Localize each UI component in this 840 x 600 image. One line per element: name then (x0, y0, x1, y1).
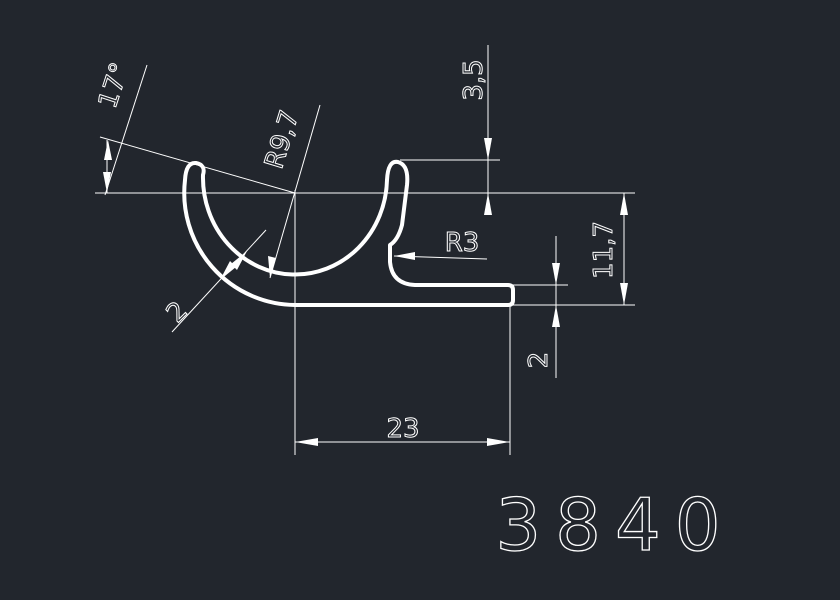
dimension-3-5-label: 3,5 (459, 59, 489, 100)
dimension-23: 23 (295, 414, 510, 446)
dimension-23-label: 23 (386, 414, 419, 444)
dimension-2-arc-label: 2 (161, 296, 194, 329)
dimension-r3: R3 (393, 228, 488, 260)
dimension-angle-label: 17° (93, 59, 136, 112)
dimension-2-right-label: 2 (524, 352, 554, 369)
dimension-3-5: 3,5 (459, 45, 492, 215)
part-number: 3840 (495, 483, 734, 567)
extension-lines (400, 159, 635, 455)
dimension-angle-17: 17° (93, 58, 296, 196)
dimension-11-7-label: 11,7 (589, 221, 619, 279)
dimension-11-7: 11,7 (589, 193, 628, 305)
dimension-2-arc: 2 (160, 229, 267, 333)
dimension-2-right: 2 (524, 236, 560, 378)
dimension-r9-7-label: R9,7 (259, 107, 305, 173)
profile-outline (182, 159, 515, 307)
dimension-r3-label: R3 (445, 228, 480, 258)
